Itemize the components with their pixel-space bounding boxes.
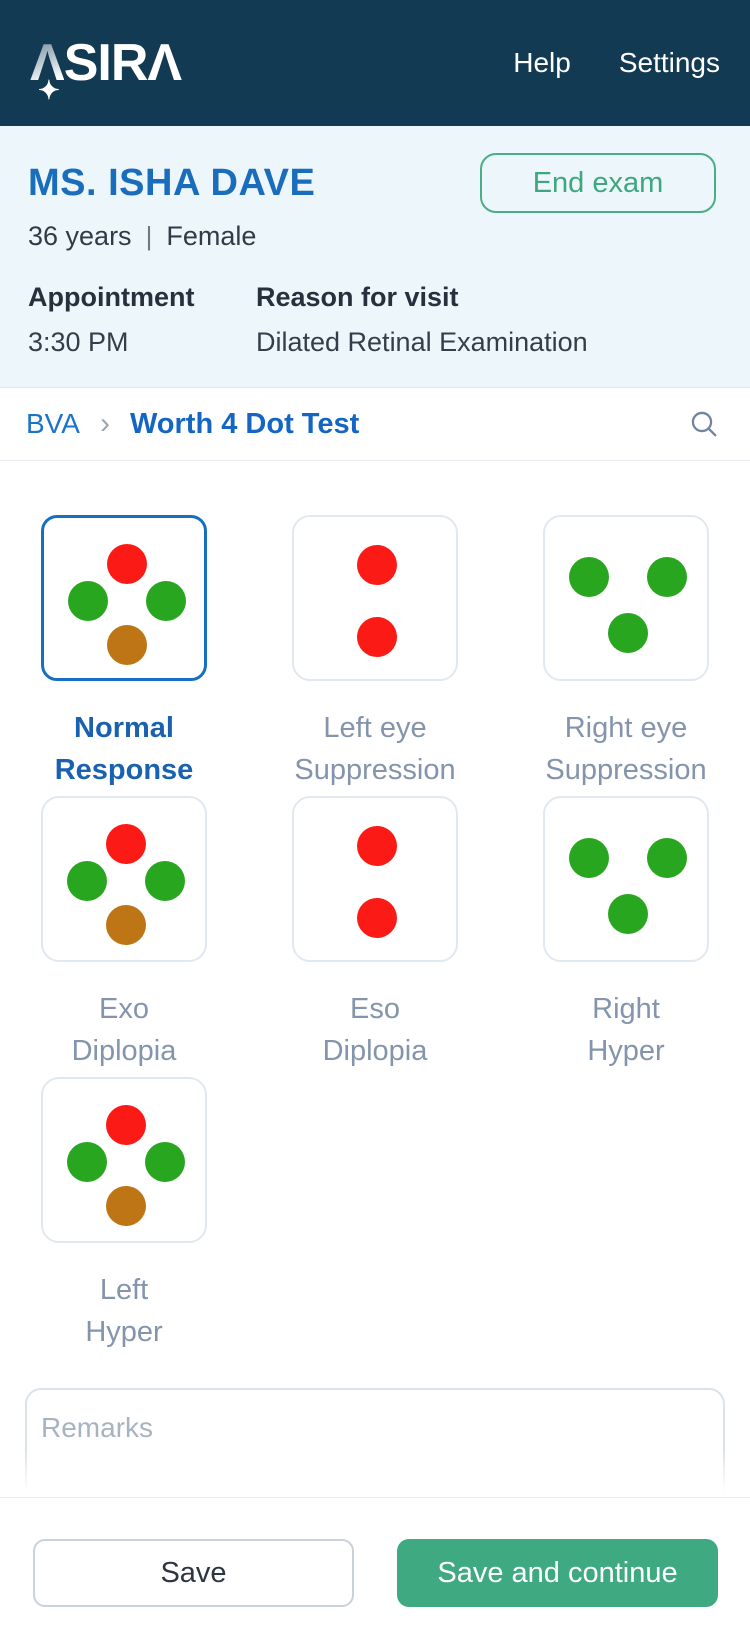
green-dot-icon — [608, 613, 648, 653]
option-card-eso-diplopia[interactable] — [292, 796, 458, 962]
green-dot-icon — [68, 581, 108, 621]
orange-dot-icon — [106, 1186, 146, 1226]
header-nav: Help Settings — [513, 47, 720, 79]
reason-field: Reason for visit Dilated Retinal Examina… — [256, 282, 588, 358]
red-dot-icon — [357, 617, 397, 657]
patient-summary: MS. ISHA DAVE 36 years | Female Appointm… — [0, 126, 750, 388]
red-dot-icon — [357, 898, 397, 938]
reason-value: Dilated Retinal Examination — [256, 327, 588, 357]
green-dot-icon — [67, 861, 107, 901]
green-dot-icon — [145, 861, 185, 901]
option-card-normal-response[interactable] — [41, 515, 207, 681]
patient-meta: 36 years | Female — [28, 221, 720, 252]
orange-dot-icon — [107, 625, 147, 665]
end-exam-button[interactable]: End exam — [480, 153, 716, 213]
patient-name: MS. ISHA DAVE — [28, 162, 316, 204]
breadcrumb-bva-link[interactable]: BVA — [26, 408, 80, 439]
option-card-right-hyper[interactable] — [543, 796, 709, 962]
save-and-continue-button[interactable]: Save and continue — [397, 1539, 718, 1607]
appointment-field: Appointment 3:30 PM — [28, 282, 256, 358]
option-card-right-eye-suppression[interactable] — [543, 515, 709, 681]
logo-lambda-icon: Λ — [30, 34, 65, 92]
option-card-exo-diplopia[interactable] — [41, 796, 207, 962]
help-link[interactable]: Help — [513, 47, 571, 78]
page-title: Worth 4 Dot Test — [129, 407, 360, 440]
orange-dot-icon — [106, 905, 146, 945]
logo-lambda-end-icon: Λ — [147, 34, 182, 92]
magnifier-icon — [691, 411, 717, 437]
red-dot-icon — [357, 826, 397, 866]
green-dot-icon — [67, 1142, 107, 1182]
sparkle-icon: ✦ — [38, 75, 60, 105]
red-dot-icon — [107, 544, 147, 584]
green-dot-icon — [145, 1142, 185, 1182]
search-button[interactable] — [688, 408, 720, 440]
patient-gender: Female — [166, 221, 257, 251]
settings-link[interactable]: Settings — [618, 47, 720, 78]
green-dot-icon — [569, 838, 609, 878]
appointment-label: Appointment — [28, 282, 195, 312]
red-dot-icon — [106, 1105, 146, 1145]
option-card-left-eye-suppression[interactable] — [292, 515, 458, 681]
green-dot-icon — [608, 894, 648, 934]
green-dot-icon — [146, 581, 186, 621]
green-dot-icon — [647, 838, 687, 878]
patient-age: 36 years — [28, 221, 132, 251]
logo-middle-text: SIR — [63, 34, 149, 92]
chevron-right-icon: › — [99, 407, 110, 440]
red-dot-icon — [106, 824, 146, 864]
patient-fields: Appointment 3:30 PM Reason for visit Dil… — [28, 282, 720, 358]
option-card-left-hyper[interactable] — [41, 1077, 207, 1243]
red-dot-icon — [357, 545, 397, 585]
appointment-value: 3:30 PM — [28, 327, 129, 357]
bottom-bar: Save Save and continue — [0, 1497, 750, 1640]
green-dot-icon — [569, 557, 609, 597]
breadcrumb: BVA › Worth 4 Dot Test — [0, 388, 750, 461]
meta-separator: | — [145, 221, 153, 251]
save-button[interactable]: Save — [33, 1539, 354, 1607]
green-dot-icon — [647, 557, 687, 597]
reason-label: Reason for visit — [256, 282, 459, 312]
